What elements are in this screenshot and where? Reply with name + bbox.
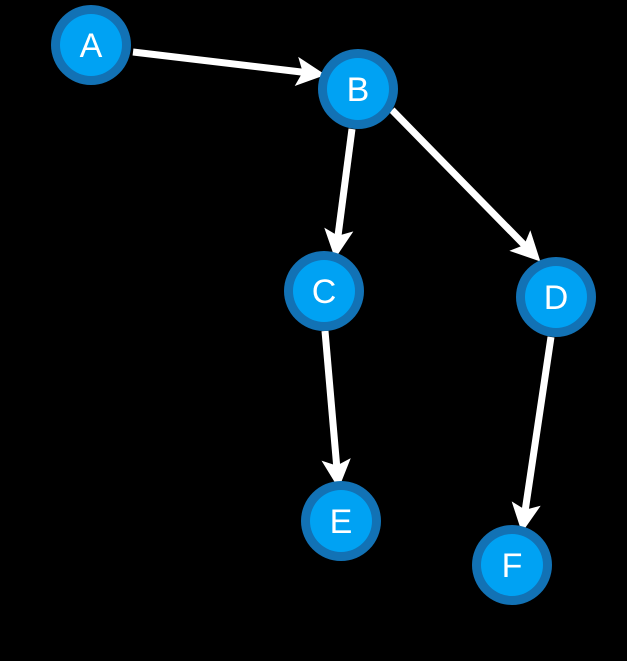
node-label: A bbox=[80, 27, 103, 65]
node-core bbox=[310, 490, 372, 552]
node-core bbox=[525, 266, 587, 328]
node-core bbox=[293, 260, 355, 322]
node-label: C bbox=[312, 273, 337, 311]
graph-edge-d-f bbox=[511, 336, 555, 533]
node-core bbox=[481, 534, 543, 596]
graph-node-e[interactable]: E bbox=[301, 481, 381, 561]
graph-edge-b-c bbox=[324, 128, 356, 259]
arrow-icon bbox=[321, 330, 351, 489]
node-core bbox=[327, 58, 389, 120]
nodes-layer: A B C D E F bbox=[51, 5, 596, 605]
node-label: B bbox=[347, 71, 370, 109]
graph-node-b[interactable]: B bbox=[318, 49, 398, 129]
edges-layer bbox=[132, 48, 555, 533]
graph-node-c[interactable]: C bbox=[284, 251, 364, 331]
graph-node-d[interactable]: D bbox=[516, 257, 596, 337]
graph-edge-c-e bbox=[321, 330, 351, 489]
graph-node-a[interactable]: A bbox=[51, 5, 131, 85]
arrow-icon bbox=[511, 336, 555, 533]
arrow-icon bbox=[389, 107, 541, 262]
node-label: F bbox=[502, 547, 523, 585]
arrow-icon bbox=[132, 48, 326, 87]
node-label: D bbox=[544, 279, 569, 317]
node-label: E bbox=[330, 503, 353, 541]
arrow-icon bbox=[324, 128, 356, 259]
node-core bbox=[60, 14, 122, 76]
graph-edge-a-b bbox=[132, 48, 326, 87]
graph-edge-b-d bbox=[389, 107, 541, 262]
graph-node-f[interactable]: F bbox=[472, 525, 552, 605]
